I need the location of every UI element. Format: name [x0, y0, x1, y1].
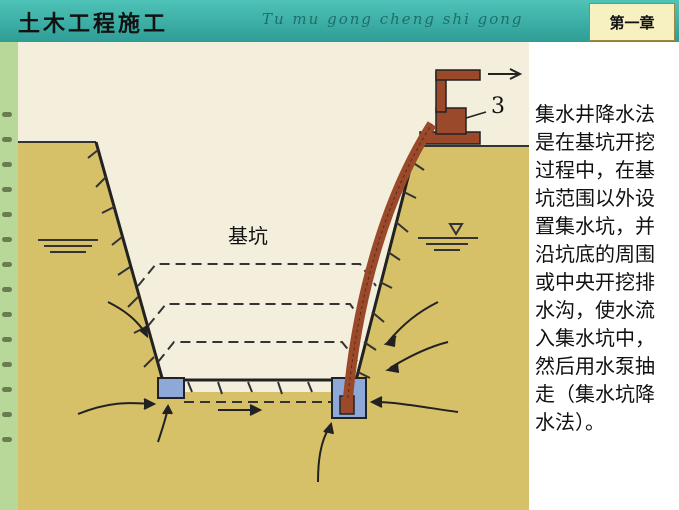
- slope-hatch-right: [357, 161, 425, 379]
- binding-ring: [2, 437, 12, 442]
- course-title-pinyin: Tu mu gong cheng shi gong: [262, 10, 524, 28]
- pump-outlet-elbow: [435, 69, 481, 81]
- binding-ring: [2, 287, 12, 292]
- water-table-right: [418, 237, 478, 251]
- excavation-stage-2: [147, 303, 367, 327]
- chapter-label: 第一章: [609, 13, 655, 32]
- description-text: 集水井降水法是在基坑开挖过程中，在基坑范围以外设置集水坑，并沿坑底的周围或中央开…: [535, 102, 655, 434]
- binding-ring: [2, 387, 12, 392]
- pump-leader-line: [465, 111, 487, 119]
- description-panel: 集水井降水法是在基坑开挖过程中，在基坑范围以外设置集水坑，并沿坑底的周围或中央开…: [529, 42, 679, 510]
- seepage-arrows: [77, 301, 459, 483]
- course-title: 土木工程施工: [18, 11, 169, 37]
- binding-ring: [2, 337, 12, 342]
- binding-ring: [2, 312, 12, 317]
- binding-ring: [2, 362, 12, 367]
- excavation-stage-1: [137, 263, 377, 287]
- sump-strainer: [339, 395, 355, 415]
- water-table-marker: [448, 223, 464, 236]
- excavation-stage-3: [157, 341, 359, 363]
- pit-slope-left: [94, 141, 168, 393]
- binding-ring: [2, 212, 12, 217]
- sump-dewatering-diagram: 基坑 3: [18, 42, 529, 510]
- floor-hatch: [187, 381, 341, 395]
- drain-ditch-left: [157, 377, 185, 399]
- binding-ring: [2, 112, 12, 117]
- binding-ring: [2, 237, 12, 242]
- chapter-badge: 第一章: [589, 3, 675, 41]
- binding-ring: [2, 162, 12, 167]
- pump-number-label: 3: [491, 94, 505, 119]
- pit-label: 基坑: [228, 224, 268, 248]
- water-table-left: [38, 239, 98, 253]
- soil-mass: [18, 142, 529, 510]
- slide-header: 土木工程施工 Tu mu gong cheng shi gong 第一章: [0, 0, 679, 42]
- pit-slope-right: [351, 145, 418, 393]
- binding-ring: [2, 137, 12, 142]
- notebook-binding: [0, 42, 20, 510]
- suction-hose: [343, 121, 437, 399]
- binding-ring: [2, 412, 12, 417]
- discharge-arrow: [488, 68, 523, 80]
- binding-ring: [2, 262, 12, 267]
- diagram-svg: [18, 68, 529, 510]
- binding-ring: [2, 187, 12, 192]
